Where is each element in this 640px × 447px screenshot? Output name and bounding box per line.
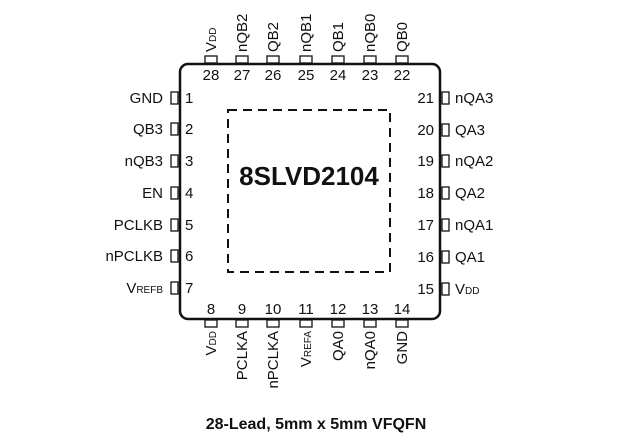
part-number: 8SLVD2104 — [239, 161, 379, 191]
pin-pad-15 — [441, 282, 450, 296]
pin-pad-10 — [266, 319, 280, 328]
pin-name-16: QA1 — [455, 249, 485, 266]
pin-name-4: EN — [142, 185, 163, 202]
pin-pad-21 — [441, 91, 450, 105]
pin-pad-20 — [441, 123, 450, 137]
pin-name-13: nQA0 — [362, 331, 379, 369]
pin-number-23: 23 — [362, 67, 379, 84]
pin-name-28: VDD — [203, 28, 220, 52]
pin-name-24: QB1 — [330, 22, 347, 52]
pin-number-22: 22 — [394, 67, 411, 84]
pin-number-27: 27 — [234, 67, 251, 84]
pin-pad-9 — [235, 319, 249, 328]
pin-number-13: 13 — [362, 301, 379, 318]
pin-name-7: VREFB — [126, 280, 163, 297]
pin-number-3: 3 — [185, 153, 193, 170]
pin-pad-28 — [204, 55, 218, 64]
pin-name-8: VDD — [203, 331, 220, 355]
pin-number-4: 4 — [185, 185, 193, 202]
pin-number-17: 17 — [417, 217, 434, 234]
pin-name-26: QB2 — [265, 22, 282, 52]
pin-number-24: 24 — [330, 67, 347, 84]
pin-pad-24 — [331, 55, 345, 64]
pin-number-15: 15 — [417, 281, 434, 298]
pin-number-11: 11 — [298, 301, 314, 318]
pin-name-23: nQB0 — [362, 14, 379, 52]
pin-name-21: nQA3 — [455, 90, 493, 107]
pin-name-14: GND — [394, 331, 411, 365]
pin-pad-23 — [363, 55, 377, 64]
pin-name-12: QA0 — [330, 331, 347, 361]
package-caption: 28-Lead, 5mm x 5mm VFQFN — [206, 416, 427, 433]
pin-number-5: 5 — [185, 217, 193, 234]
package-body — [178, 62, 442, 321]
pin-pad-17 — [441, 218, 450, 232]
pin-number-18: 18 — [417, 185, 434, 202]
pin-number-9: 9 — [238, 301, 246, 318]
pin-name-15: VDD — [455, 281, 479, 298]
pin-pad-3 — [170, 154, 179, 168]
pin-pad-22 — [395, 55, 409, 64]
pin-name-17: nQA1 — [455, 217, 493, 234]
pin-number-19: 19 — [417, 153, 434, 170]
pin-number-14: 14 — [394, 301, 411, 318]
pin-pad-12 — [331, 319, 345, 328]
pin-pad-6 — [170, 249, 179, 263]
pin-number-26: 26 — [265, 67, 282, 84]
pin-pad-16 — [441, 250, 450, 264]
pin-number-7: 7 — [185, 280, 193, 297]
pin-name-3: nQB3 — [125, 153, 163, 170]
pin-number-20: 20 — [417, 122, 434, 139]
pin-name-10: nPCLKA — [265, 331, 282, 389]
pin-number-12: 12 — [330, 301, 347, 318]
pin-name-2: QB3 — [133, 121, 163, 138]
pin-number-10: 10 — [265, 301, 282, 318]
pin-pad-8 — [204, 319, 218, 328]
pin-name-1: GND — [130, 90, 164, 107]
pin-pad-19 — [441, 154, 450, 168]
pin-number-25: 25 — [298, 67, 315, 84]
pin-name-6: nPCLKB — [105, 248, 163, 265]
pin-name-9: PCLKA — [234, 331, 251, 380]
pin-pad-4 — [170, 186, 179, 200]
pin-number-6: 6 — [185, 248, 193, 265]
pin-pad-7 — [170, 281, 179, 295]
pin-pad-2 — [170, 122, 179, 136]
pin-number-2: 2 — [185, 121, 193, 138]
pin-name-25: nQB1 — [298, 14, 315, 52]
pin-pad-1 — [170, 91, 179, 105]
pin-number-16: 16 — [417, 249, 434, 266]
pin-number-8: 8 — [207, 301, 215, 318]
pin-name-20: QA3 — [455, 122, 485, 139]
exposed-pad-outline — [227, 109, 391, 273]
pin-number-1: 1 — [185, 90, 193, 107]
pin-name-22: QB0 — [394, 22, 411, 52]
pin-pad-26 — [266, 55, 280, 64]
pin-name-5: PCLKB — [114, 217, 163, 234]
pin-pad-25 — [299, 55, 313, 64]
pin-name-19: nQA2 — [455, 153, 493, 170]
pin-name-18: QA2 — [455, 185, 485, 202]
pin-name-11: VREFA — [298, 331, 315, 367]
pin-pad-13 — [363, 319, 377, 328]
pin-pad-14 — [395, 319, 409, 328]
pin-number-28: 28 — [203, 67, 220, 84]
pin-pad-27 — [235, 55, 249, 64]
pin-number-21: 21 — [417, 90, 434, 107]
pin-pad-18 — [441, 186, 450, 200]
pin-pad-11 — [299, 319, 313, 328]
pin-pad-5 — [170, 218, 179, 232]
pin-name-27: nQB2 — [234, 14, 251, 52]
